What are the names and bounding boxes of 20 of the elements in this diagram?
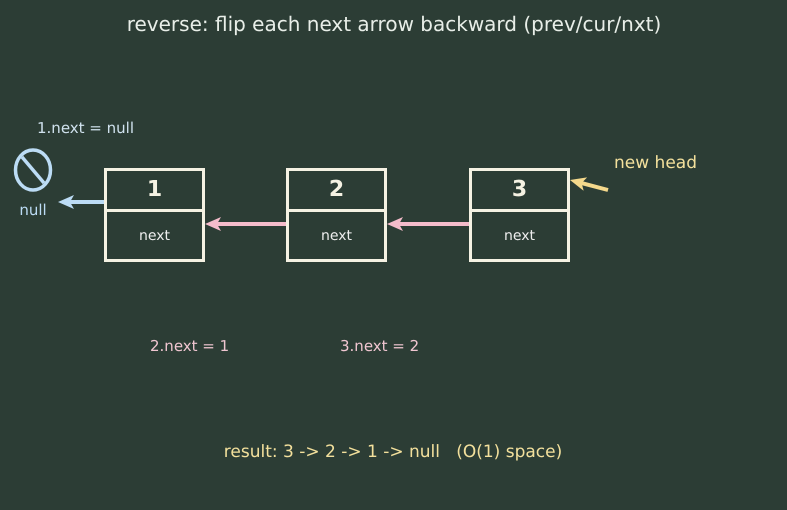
- arrow: [570, 177, 608, 192]
- assignment-note: 2.next = 1: [150, 337, 230, 355]
- list-node-box: [469, 168, 570, 262]
- pointer-field-label: next: [504, 228, 535, 245]
- pointer-field-label: next: [139, 228, 170, 245]
- assignment-note: 3.next = 2: [340, 337, 420, 355]
- node-label: new head: [614, 153, 697, 174]
- arrow: [205, 217, 286, 231]
- arrow: [58, 195, 104, 209]
- node-value: 2: [328, 177, 344, 203]
- node-label: null: [19, 201, 47, 219]
- node-value: 3: [512, 177, 528, 203]
- pointer-field-label: next: [321, 228, 352, 245]
- result-note: result: 3 -> 2 -> 1 -> null (O(1) space): [224, 442, 562, 462]
- assignment-note: 1.next = null: [37, 119, 134, 137]
- diagram-title: reverse: flip each next arrow backward (prev/cur/nxt): [126, 12, 662, 36]
- node-value: 1: [146, 177, 162, 203]
- arrow: [387, 217, 469, 231]
- list-node-box: [286, 168, 387, 262]
- list-node-box: [104, 168, 205, 262]
